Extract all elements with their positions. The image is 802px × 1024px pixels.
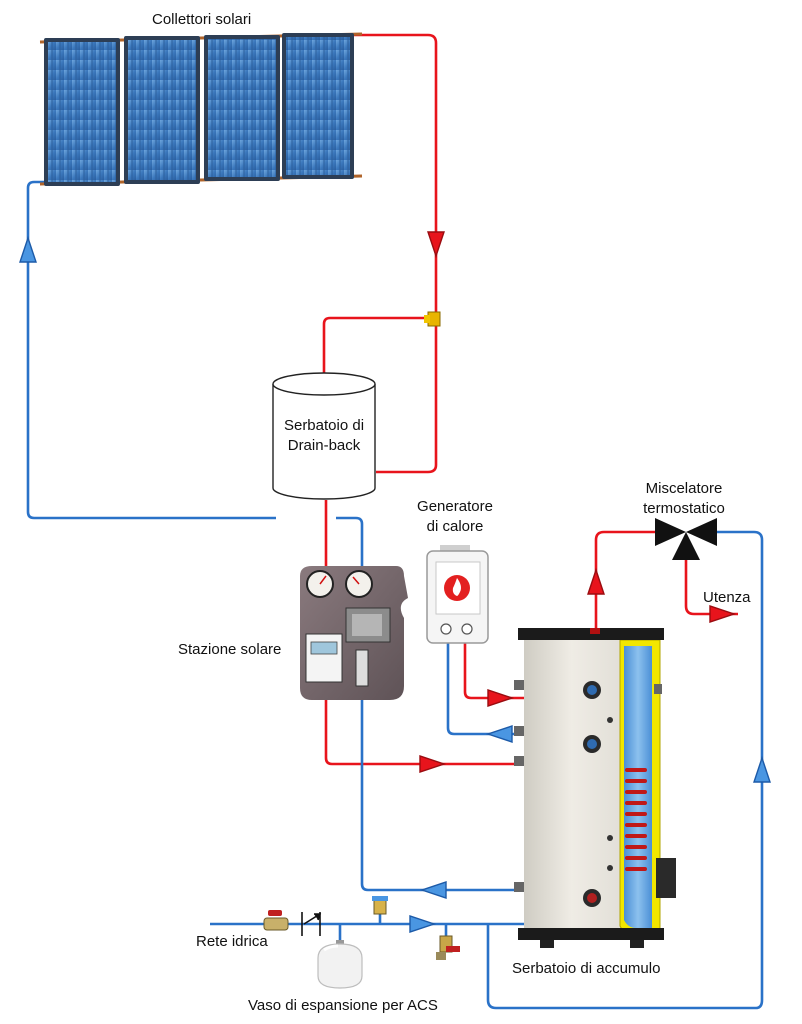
- check-valve-icon: [301, 912, 322, 936]
- thermostatic-mixer-icon: [655, 518, 717, 560]
- flow-arrows: [19, 231, 771, 933]
- cold-pipe-station-down: [360, 700, 524, 892]
- pressure-gauge-icon: [306, 570, 334, 598]
- thermometer-gauge-icon: [345, 570, 373, 598]
- solar-panel-1: [44, 38, 120, 186]
- cold-pipe-collector-return: [26, 180, 276, 520]
- user-label: Utenza: [703, 589, 751, 606]
- arrow-down-hot: [427, 231, 445, 259]
- solar-collectors: [39, 32, 363, 186]
- tank-port-middle: [583, 735, 601, 753]
- hot-pipe-generator: [463, 640, 524, 700]
- arrow-left-cold-station: [419, 881, 447, 899]
- controller-display-icon: [305, 633, 343, 683]
- cold-pipe-recirculation: [486, 530, 764, 1010]
- solar-station-label: Stazione solare: [178, 641, 281, 658]
- hot-pipe-to-mixer: [594, 530, 665, 632]
- storage-tank: [514, 628, 676, 948]
- flowmeter-icon: [355, 649, 369, 687]
- arrow-up-cold-left: [19, 235, 37, 263]
- drainback-tank: [272, 372, 376, 500]
- generator-label-line1: Generatore: [417, 498, 493, 515]
- collectors-label: Collettori solari: [152, 11, 251, 28]
- generator-label-line2: di calore: [427, 518, 484, 535]
- tee-fitting-icon: [424, 311, 441, 327]
- drainback-label-line2: Drain-back: [288, 437, 361, 454]
- expansion-vessel-label: Vaso di espansione per ACS: [248, 997, 438, 1014]
- arrow-up-cold-right: [753, 755, 771, 783]
- solar-station: [300, 566, 408, 700]
- heating-coil: [625, 768, 647, 871]
- tank-port-lower: [583, 889, 601, 907]
- pump-icon: [345, 607, 391, 643]
- mixer-label-line2: termostatico: [643, 500, 725, 517]
- safety-valve-icon: [372, 896, 388, 915]
- arrow-right-hot-user: [709, 605, 737, 623]
- cold-pipe-drainback-to-station: [336, 516, 364, 568]
- solar-panel-2: [124, 36, 200, 184]
- flame-icon: [444, 575, 470, 601]
- expansion-vessel-icon: [317, 940, 363, 989]
- mixer-label-line1: Miscelatore: [646, 480, 723, 497]
- arrow-right-hot-coil: [419, 755, 447, 773]
- hot-pipe-to-drainback: [322, 316, 432, 378]
- arrow-right-hot-generator: [487, 689, 515, 707]
- arrow-right-cold-mains: [409, 915, 437, 933]
- cold-pipe-generator: [446, 640, 524, 736]
- drainback-label-line1: Serbatoio di: [284, 417, 364, 434]
- mains-label: Rete idrica: [196, 933, 268, 950]
- hot-pipe-station-to-coil: [324, 700, 524, 766]
- arrow-up-hot-mixer: [587, 567, 605, 595]
- tank-port-upper: [583, 681, 601, 699]
- solar-panel-3: [204, 35, 280, 181]
- drain-valve-icon: [436, 935, 460, 960]
- hot-pipe-to-user: [684, 550, 738, 616]
- heat-generator: [426, 545, 489, 644]
- arrow-left-cold-generator: [485, 725, 513, 743]
- storage-tank-label: Serbatoio di accumulo: [512, 960, 660, 977]
- solar-panel-4: [282, 33, 354, 179]
- ball-valve-icon: [263, 910, 289, 931]
